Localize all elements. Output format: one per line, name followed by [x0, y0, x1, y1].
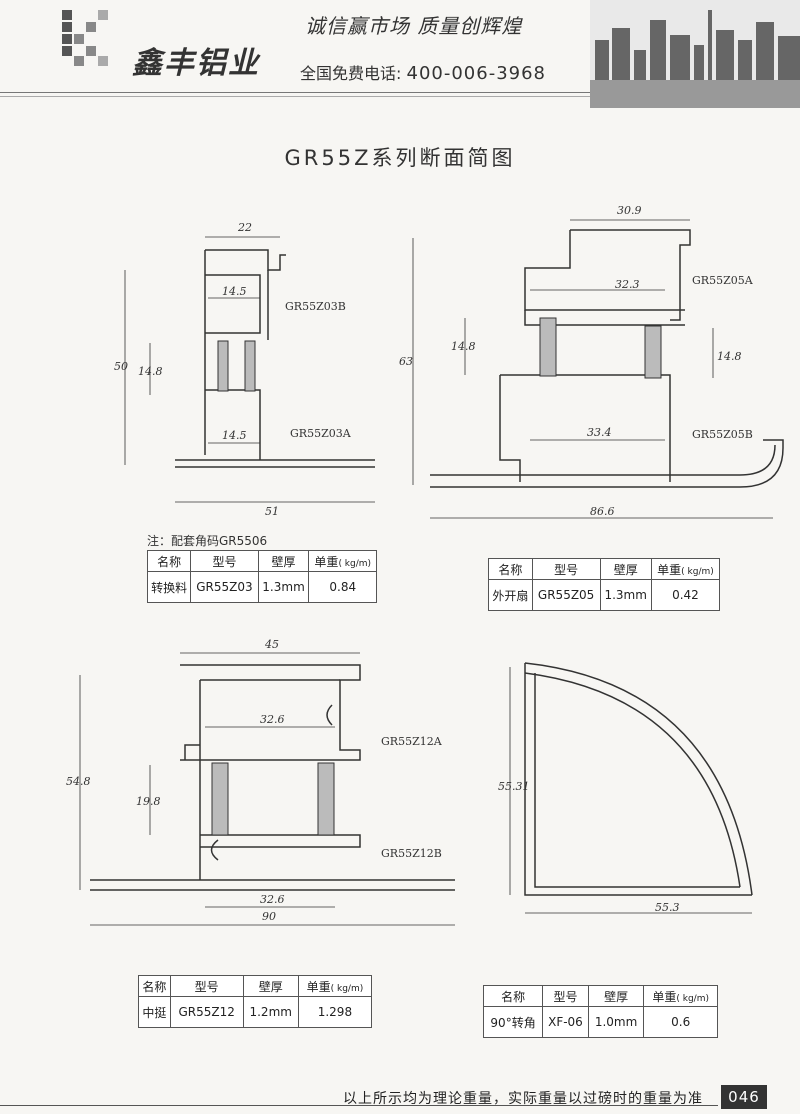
- profile-drawing-gr55z03: 22 14.5 50 14.8 14.5 51 GR55Z03B GR55Z03…: [114, 221, 375, 518]
- col-name: 名称: [488, 558, 533, 580]
- hotline: 全国免费电话: 400-006-3968: [300, 60, 546, 84]
- col-wall: 壁厚: [599, 558, 652, 580]
- col-model: 型号: [169, 975, 244, 997]
- col-name: 名称: [138, 975, 171, 997]
- cell-model: GR55Z03: [190, 571, 259, 603]
- dim-50: 50: [114, 360, 128, 373]
- dim-45: 45: [264, 638, 279, 651]
- profile-label-gr55z05a: GR55Z05A: [692, 274, 754, 287]
- dim-86-6: 86.6: [590, 505, 615, 518]
- spec-table-gr55z03: 名称 型号 壁厚 单重( kg/m) 转换料 GR55Z03 1.3mm 0.8…: [146, 550, 377, 603]
- col-weight: 单重( kg/m): [643, 985, 718, 1007]
- screw-port-icon: [326, 704, 333, 726]
- profile-label-gr55z03b: GR55Z03B: [285, 300, 346, 313]
- dim-14-8: 14.8: [138, 365, 163, 378]
- cell-weight: 0.84: [308, 571, 377, 603]
- col-wall: 壁厚: [242, 975, 299, 997]
- profile-label-gr55z12a: GR55Z12A: [381, 735, 443, 748]
- cell-name: 转换料: [146, 571, 192, 603]
- cell-weight: 0.42: [650, 579, 721, 611]
- dim-63: 63: [399, 355, 413, 368]
- profile-drawing-xf06: 55.31 55.3: [498, 662, 753, 914]
- table-row: 外开扇 GR55Z05 1.3mm 0.42: [488, 579, 721, 611]
- cell-wall: 1.3mm: [257, 571, 310, 603]
- dim-54-8: 54.8: [66, 775, 91, 788]
- dim-30-9: 30.9: [617, 204, 642, 217]
- spec-table-gr55z05: 名称 型号 壁厚 单重( kg/m) 外开扇 GR55Z05 1.3mm 0.4…: [488, 558, 721, 611]
- page-footer: 以上所示均为理论重量，实际重量以过磅时的重量为准 046: [0, 1085, 800, 1114]
- brand-name: 鑫丰铝业: [132, 46, 260, 81]
- cell-wall: 1.0mm: [587, 1006, 645, 1038]
- hotline-label: 全国免费电话:: [300, 64, 402, 83]
- dim-32-3: 32.3: [615, 278, 640, 291]
- col-model: 型号: [542, 985, 589, 1007]
- dim-55-31: 55.31: [498, 780, 530, 793]
- note-corner-connector: 注：配套角码GR5506: [147, 534, 268, 548]
- dim-14-5-bottom: 14.5: [222, 429, 247, 442]
- profile-drawing-gr55z05: 30.9 32.3 63 14.8 14.8 33.4 86.6 GR55Z05…: [399, 204, 784, 519]
- dim-33-4: 33.4: [587, 426, 612, 439]
- cell-name: 中挺: [138, 996, 171, 1028]
- cell-weight: 1.298: [297, 996, 373, 1028]
- col-wall: 壁厚: [257, 550, 310, 572]
- page-title: GR55Z系列断面简图: [284, 146, 516, 170]
- profile-label-gr55z12b: GR55Z12B: [381, 847, 442, 860]
- spec-table-gr55z12: 名称 型号 壁厚 单重( kg/m) 中挺 GR55Z12 1.2mm 1.29…: [138, 975, 373, 1028]
- header-rule: [0, 92, 595, 93]
- cell-wall: 1.3mm: [599, 579, 652, 611]
- table-row: 90°转角 XF-06 1.0mm 0.6: [482, 1006, 718, 1038]
- profile-label-gr55z05b: GR55Z05B: [692, 428, 753, 441]
- dim-32-6-top: 32.6: [260, 713, 285, 726]
- col-weight: 单重( kg/m): [308, 550, 377, 572]
- dim-32-6-bottom: 32.6: [260, 893, 285, 906]
- col-wall: 壁厚: [587, 985, 645, 1007]
- cell-name: 90°转角: [482, 1006, 544, 1038]
- col-weight: 单重( kg/m): [650, 558, 721, 580]
- page-header: 鑫丰铝业 诚信赢市场 质量创辉煌 全国免费电话: 400-006-3968: [0, 0, 800, 108]
- col-name: 名称: [146, 550, 192, 572]
- page-number: 046: [721, 1085, 767, 1109]
- col-model: 型号: [190, 550, 259, 572]
- dim-14-5-top: 14.5: [222, 285, 247, 298]
- footer-note: 以上所示均为理论重量，实际重量以过磅时的重量为准: [343, 1091, 703, 1107]
- cell-model: GR55Z05: [531, 579, 601, 611]
- hotline-number: 400-006-3968: [406, 63, 547, 84]
- footer-rule: [0, 1105, 718, 1106]
- header-rule-secondary: [0, 96, 595, 97]
- cell-weight: 0.6: [643, 1006, 718, 1038]
- cell-wall: 1.2mm: [242, 996, 299, 1028]
- col-model: 型号: [531, 558, 601, 580]
- profile-drawing-gr55z12: 45 32.6 54.8 19.8 32.6 90 GR55Z12A GR55Z…: [66, 638, 455, 926]
- dim-55-3: 55.3: [655, 901, 680, 914]
- company-logo-icon: [62, 10, 108, 66]
- dim-90: 90: [262, 910, 276, 923]
- col-weight: 单重( kg/m): [297, 975, 373, 997]
- cell-model: GR55Z12: [169, 996, 244, 1028]
- cell-model: XF-06: [542, 1006, 589, 1038]
- spec-table-xf06: 名称 型号 壁厚 单重( kg/m) 90°转角 XF-06 1.0mm 0.6: [482, 985, 718, 1038]
- dim-19-8: 19.8: [136, 795, 161, 808]
- city-skyline-image: [590, 0, 800, 108]
- dim-22: 22: [237, 221, 252, 234]
- col-name: 名称: [482, 985, 544, 1007]
- slogan: 诚信赢市场 质量创辉煌: [305, 14, 523, 38]
- profile-label-gr55z03a: GR55Z03A: [290, 427, 352, 440]
- dim-14-8-left: 14.8: [451, 340, 476, 353]
- dim-51: 51: [265, 505, 279, 518]
- table-row: 中挺 GR55Z12 1.2mm 1.298: [138, 996, 373, 1028]
- cell-name: 外开扇: [488, 579, 533, 611]
- table-row: 转换料 GR55Z03 1.3mm 0.84: [146, 571, 377, 603]
- dim-14-8-right: 14.8: [717, 350, 742, 363]
